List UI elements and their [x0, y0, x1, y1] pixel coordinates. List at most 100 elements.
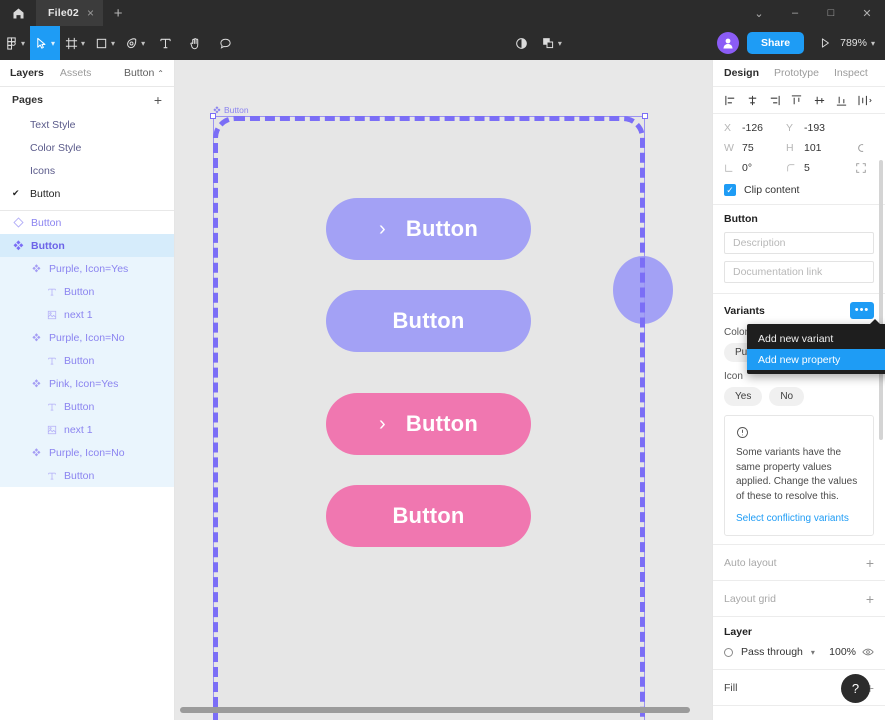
add-page-button[interactable]: +: [153, 92, 162, 108]
tab-assets[interactable]: Assets: [59, 67, 92, 79]
window-maximize-icon[interactable]: □: [827, 7, 835, 19]
opacity-group[interactable]: 100%: [829, 646, 874, 658]
layer-item-image[interactable]: next 1: [0, 418, 174, 441]
eye-icon[interactable]: [862, 646, 874, 658]
window-more-icon[interactable]: ⌄: [754, 7, 764, 20]
image-layer-icon: [45, 308, 58, 321]
move-cursor-icon[interactable]: ▾: [30, 26, 61, 60]
help-button[interactable]: ?: [841, 674, 870, 703]
layer-item-variant[interactable]: Purple, Icon=No: [0, 326, 174, 349]
comment-icon[interactable]: [210, 26, 240, 60]
layer-item-text[interactable]: Button: [0, 349, 174, 372]
height-field[interactable]: H 101: [786, 142, 848, 154]
layer-item-text[interactable]: Button: [0, 464, 174, 487]
text-layer-icon: [45, 354, 58, 367]
align-right-icon[interactable]: [768, 94, 781, 107]
layer-label: Button: [64, 285, 95, 298]
new-tab-button[interactable]: +: [113, 4, 123, 22]
variant-button-purple-icon-no[interactable]: Button: [326, 290, 531, 352]
y-field[interactable]: Y -193: [786, 122, 848, 134]
tab-prototype[interactable]: Prototype: [774, 67, 819, 79]
home-icon[interactable]: [0, 0, 36, 26]
blend-mode-row[interactable]: Pass through ▾ 100%: [724, 646, 874, 658]
resize-handle-top-left[interactable]: [210, 113, 216, 119]
variant-button-pink-icon-yes[interactable]: › Button: [326, 393, 531, 455]
rotation-field[interactable]: 0°: [724, 162, 786, 174]
layer-item-variant[interactable]: Purple, Icon=Yes: [0, 257, 174, 280]
align-horizontal-center-icon[interactable]: [746, 94, 759, 107]
resize-handle-top-right[interactable]: [642, 113, 648, 119]
variant-icon: [30, 377, 43, 390]
align-bottom-icon[interactable]: [835, 94, 848, 107]
corner-radius-field[interactable]: 5: [786, 162, 848, 174]
zoom-level[interactable]: 789% ▾: [840, 37, 875, 49]
auto-layout-section[interactable]: Auto layout +: [713, 545, 885, 581]
tab-layers[interactable]: Layers: [10, 67, 44, 79]
menu-item-add-new-variant[interactable]: Add new variant: [758, 332, 834, 345]
hand-icon[interactable]: [180, 26, 210, 60]
variants-warning-text: Some variants have the same property val…: [736, 447, 858, 502]
layout-grid-section[interactable]: Layout grid +: [713, 581, 885, 617]
clip-content-checkbox[interactable]: ✓: [724, 184, 736, 196]
tab-inspect[interactable]: Inspect: [833, 67, 868, 79]
selection-outline: [213, 116, 645, 720]
components-icon[interactable]: ▾: [537, 26, 567, 60]
frame-name-label[interactable]: Button: [213, 105, 249, 115]
chevron-down-icon: ▾: [111, 38, 116, 48]
align-top-icon[interactable]: [790, 94, 803, 107]
independent-corners-icon[interactable]: [848, 162, 874, 174]
variant-value-no[interactable]: No: [769, 387, 805, 406]
distribute-icon[interactable]: [857, 94, 874, 107]
layer-item-variant[interactable]: Pink, Icon=Yes: [0, 372, 174, 395]
frame-label-text: Button: [224, 105, 249, 115]
description-input[interactable]: Description: [724, 232, 874, 254]
close-tab-icon[interactable]: ×: [86, 6, 95, 20]
variants-more-button[interactable]: •••: [850, 302, 874, 319]
variant-button-purple-icon-yes[interactable]: › Button: [326, 198, 531, 260]
page-item-button[interactable]: ✔ Button: [0, 182, 174, 205]
play-icon[interactable]: [810, 26, 840, 60]
figma-menu-icon[interactable]: ▾: [0, 26, 30, 60]
share-button[interactable]: Share: [746, 32, 805, 54]
menu-item-add-new-property[interactable]: Add new property: [747, 349, 885, 370]
w-label: W: [724, 142, 734, 154]
layer-item-text[interactable]: Button: [0, 395, 174, 418]
tab-design[interactable]: Design: [724, 67, 760, 79]
variant-value-yes[interactable]: Yes: [724, 387, 763, 406]
layer-item-text[interactable]: Button: [0, 280, 174, 303]
layer-label: Purple, Icon=No: [49, 446, 125, 459]
window-close-icon[interactable]: ✕: [862, 7, 872, 20]
layer-item-component-set[interactable]: Button: [0, 234, 174, 257]
mask-icon[interactable]: [507, 26, 537, 60]
width-field[interactable]: W 75: [724, 142, 786, 154]
page-item-color-style[interactable]: Color Style: [0, 136, 174, 159]
align-left-icon[interactable]: [724, 94, 737, 107]
layer-item-variant[interactable]: Purple, Icon=No: [0, 441, 174, 464]
layer-item-component[interactable]: Button: [0, 211, 174, 234]
select-conflicting-variants-link[interactable]: Select conflicting variants: [736, 513, 849, 524]
frame-icon[interactable]: ▾: [60, 26, 90, 60]
clip-content-row[interactable]: ✓ Clip content: [724, 184, 874, 196]
add-auto-layout-button[interactable]: +: [865, 554, 874, 571]
variant-button-pink-icon-no[interactable]: Button: [326, 485, 531, 547]
page-item-icons[interactable]: Icons: [0, 159, 174, 182]
file-name-menu[interactable]: Button ⌃: [124, 67, 164, 79]
canvas-horizontal-scrollbar[interactable]: [180, 707, 690, 713]
design-canvas[interactable]: Button › Button Button › Button Button: [175, 60, 712, 720]
right-panel-scrollbar[interactable]: [879, 160, 883, 440]
documentation-link-input[interactable]: Documentation link: [724, 261, 874, 283]
align-vertical-center-icon[interactable]: [813, 94, 826, 107]
add-layout-grid-button[interactable]: +: [865, 590, 874, 607]
x-field[interactable]: X -126: [724, 122, 786, 134]
pen-icon[interactable]: ▾: [120, 26, 150, 60]
component-set-frame[interactable]: › Button Button › Button Button: [213, 116, 673, 720]
file-tab[interactable]: File02 ×: [36, 0, 104, 26]
layer-item-image[interactable]: next 1: [0, 303, 174, 326]
page-item-text-style[interactable]: Text Style: [0, 113, 174, 136]
user-avatar[interactable]: [716, 32, 739, 54]
left-sidebar: Layers Assets Button ⌃ Pages + Text Styl…: [0, 60, 175, 720]
text-icon[interactable]: [150, 26, 180, 60]
constrain-proportions-icon[interactable]: [848, 142, 874, 154]
shape-rectangle-icon[interactable]: ▾: [90, 26, 120, 60]
window-minimize-icon[interactable]: –: [791, 7, 799, 19]
